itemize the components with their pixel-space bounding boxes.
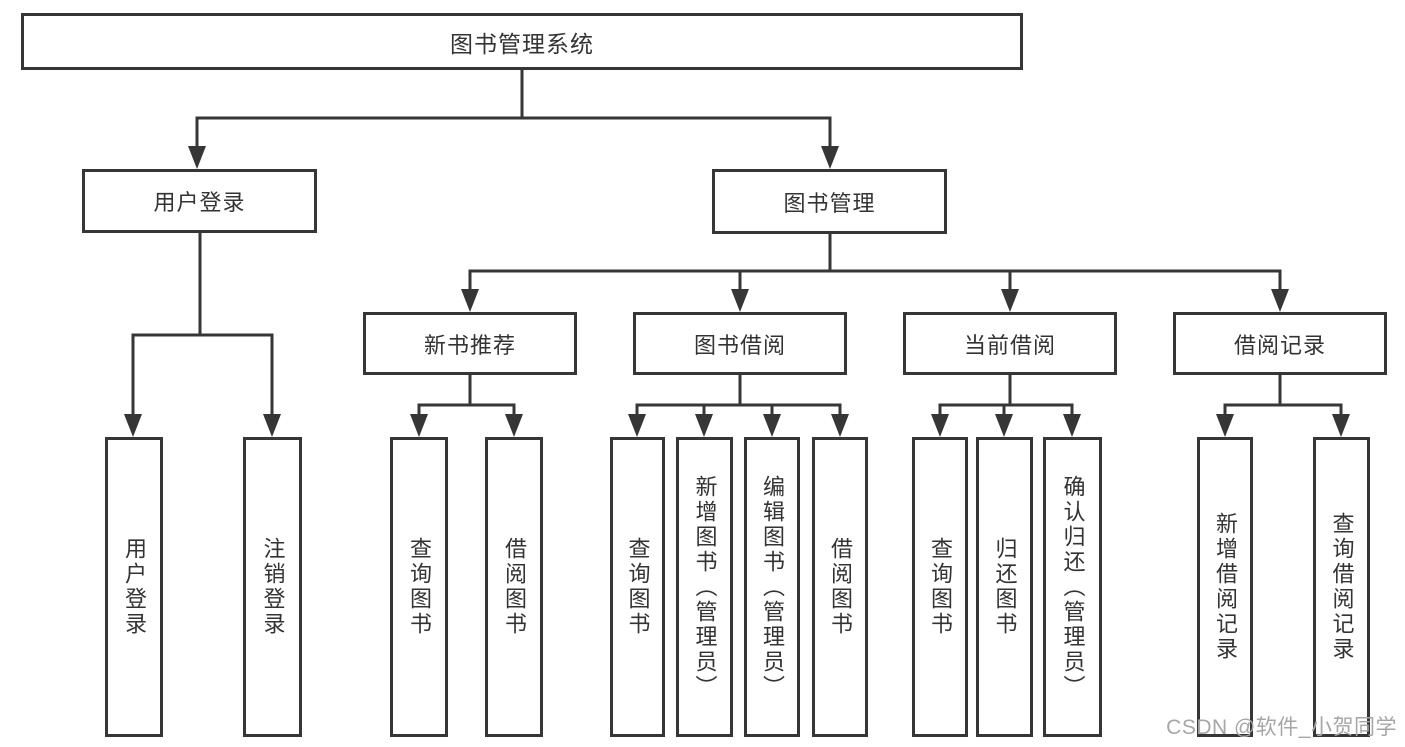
leaf-user-login: 用户登录 [105,437,163,737]
leaf-query-books-recommend: 查询图书 [390,437,448,737]
leaf-query-borrow-record: 查询借阅记录 [1313,437,1370,737]
leaf-query-books-borrow: 查询图书 [610,437,665,737]
leaf-query-books-current: 查询图书 [912,437,968,737]
leaf-borrow-books: 借阅图书 [812,437,868,737]
node-new-book-recommend: 新书推荐 [363,312,577,375]
node-library-management-system: 图书管理系统 [21,13,1023,70]
leaf-add-books-admin: 新增图书（管理员） [676,437,733,737]
leaf-add-borrow-record: 新增借阅记录 [1197,437,1253,737]
leaf-logout: 注销登录 [243,437,302,737]
node-book-borrow: 图书借阅 [633,312,847,375]
node-current-borrow: 当前借阅 [903,312,1117,375]
arrowheads [124,146,1350,437]
leaf-confirm-return-admin: 确认归还（管理员） [1043,437,1102,737]
node-user-login: 用户登录 [82,169,317,233]
node-borrow-records: 借阅记录 [1173,312,1387,375]
leaf-edit-books-admin: 编辑图书（管理员） [744,437,800,737]
csdn-watermark: CSDN @软件_小贺同学 [1166,716,1397,739]
leaf-return-books: 归还图书 [976,437,1033,737]
leaf-borrow-books-recommend: 借阅图书 [485,437,543,737]
node-book-management: 图书管理 [712,169,947,234]
